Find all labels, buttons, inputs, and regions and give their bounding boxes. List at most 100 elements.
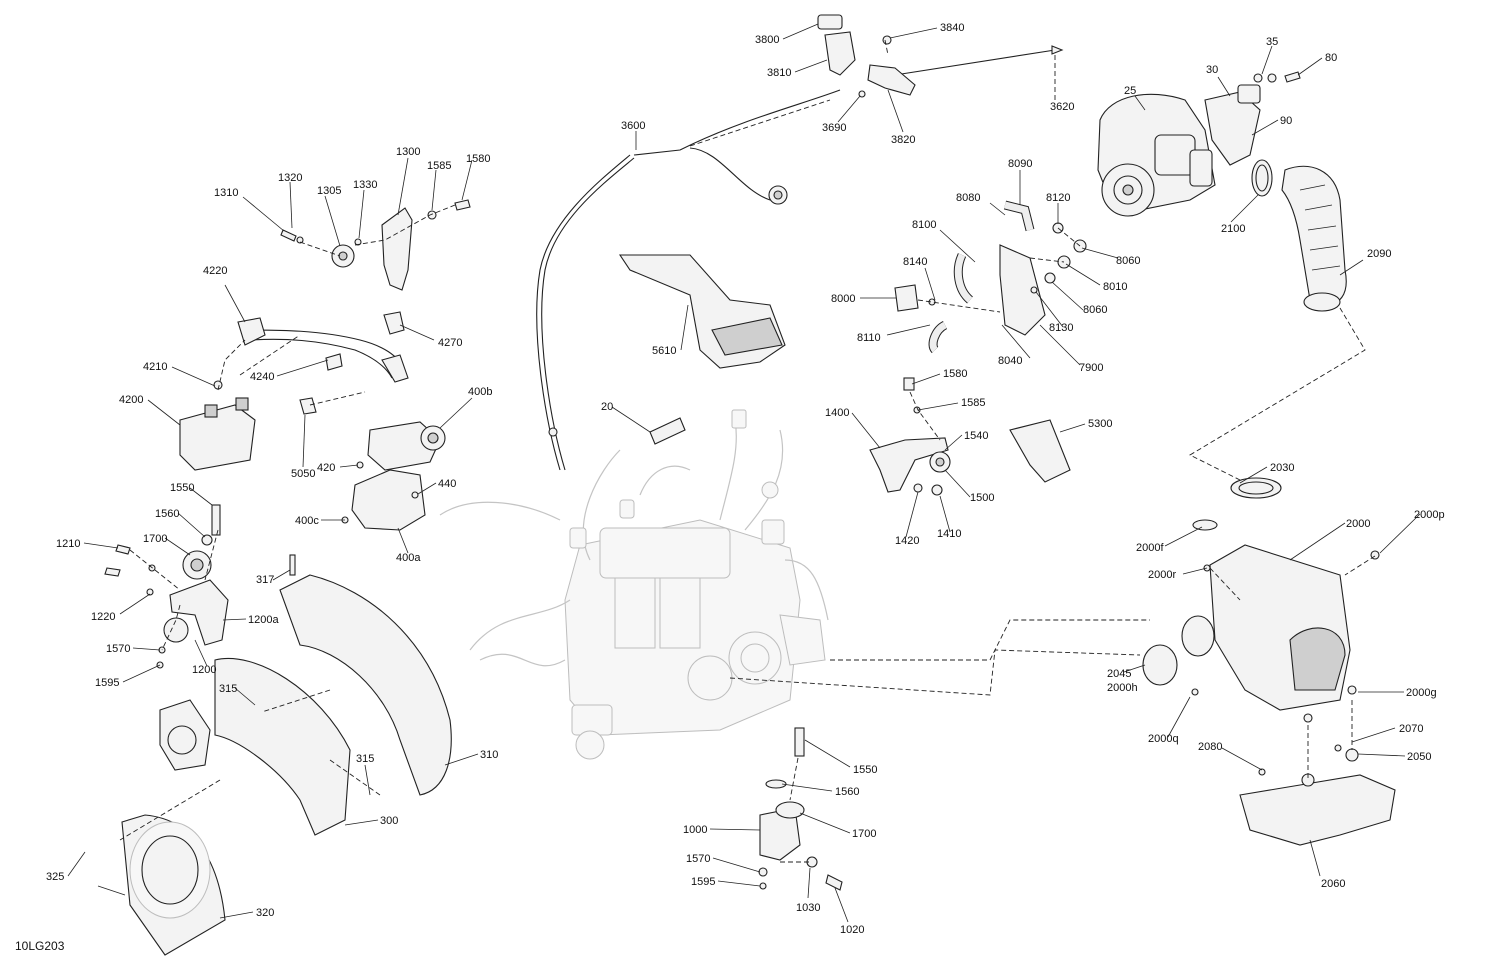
engine-assembly-ghost — [439, 409, 829, 760]
label-4240: 4240 — [250, 371, 274, 383]
label-8080: 8080 — [956, 192, 980, 204]
label-1220: 1220 — [91, 611, 115, 623]
label-1420: 1420 — [895, 535, 919, 547]
label-1400: 1400 — [825, 407, 849, 419]
label-2090: 2090 — [1367, 248, 1391, 260]
rod-3620 — [894, 45, 1064, 76]
label-8000: 8000 — [831, 293, 855, 305]
label-1310: 1310 — [214, 187, 238, 199]
label-2000r: 2000r — [1148, 569, 1176, 581]
bracket-1400 — [869, 377, 951, 496]
label-2000q: 2000q — [1148, 733, 1179, 745]
label-325: 325 — [46, 871, 64, 883]
turbocharger-25 — [1097, 93, 1216, 217]
label-1000: 1000 — [683, 824, 707, 836]
part-labels: 3800 3840 3810 3620 3690 3820 3600 35 30… — [46, 22, 1445, 936]
label-2000h: 2000h — [1107, 682, 1138, 694]
diagram-code: 10LG203 — [15, 939, 65, 953]
label-310: 310 — [480, 749, 498, 761]
label-8040: 8040 — [998, 355, 1022, 367]
label-3690: 3690 — [822, 122, 846, 134]
label-1330: 1330 — [353, 179, 377, 191]
label-420: 420 — [317, 462, 335, 474]
label-8060-b: 8060 — [1083, 304, 1107, 316]
label-1560-bottom: 1560 — [835, 786, 859, 798]
label-1210: 1210 — [56, 538, 80, 550]
duct-2090 — [1281, 165, 1347, 312]
label-1020: 1020 — [840, 924, 864, 936]
label-8010: 8010 — [1103, 281, 1127, 293]
actuator-400 — [341, 421, 446, 531]
label-3620: 3620 — [1050, 101, 1074, 113]
leader-lines — [67, 23, 1421, 923]
label-1570-left: 1570 — [106, 643, 130, 655]
label-3810: 3810 — [767, 67, 791, 79]
bracket-3800 — [817, 14, 916, 98]
label-400a: 400a — [396, 552, 421, 564]
label-1700-bottom: 1700 — [852, 828, 876, 840]
label-1550-left: 1550 — [170, 482, 194, 494]
label-5610: 5610 — [652, 345, 676, 357]
label-4200: 4200 — [119, 394, 143, 406]
label-4210: 4210 — [143, 361, 167, 373]
airbox-2000 — [1142, 477, 1380, 723]
label-1595-left: 1595 — [95, 677, 119, 689]
label-2000f: 2000f — [1136, 542, 1164, 554]
label-1580-top: 1580 — [466, 153, 490, 165]
label-25: 25 — [1124, 85, 1136, 97]
label-2050: 2050 — [1407, 751, 1431, 763]
label-1200: 1200 — [192, 664, 216, 676]
label-1595-bottom: 1595 — [691, 876, 715, 888]
label-300: 300 — [380, 815, 398, 827]
label-1570-bottom: 1570 — [686, 853, 710, 865]
label-2060: 2060 — [1321, 878, 1345, 890]
label-8130: 8130 — [1049, 322, 1073, 334]
label-2100: 2100 — [1221, 223, 1245, 235]
clamp-2100 — [1251, 159, 1273, 197]
label-317: 317 — [256, 574, 274, 586]
label-1410: 1410 — [937, 528, 961, 540]
label-30: 30 — [1206, 64, 1218, 76]
label-4220: 4220 — [203, 265, 227, 277]
label-8060-a: 8060 — [1116, 255, 1140, 267]
label-8120: 8120 — [1046, 192, 1070, 204]
label-1560-left: 1560 — [155, 508, 179, 520]
label-2000p: 2000p — [1414, 509, 1445, 521]
label-2070: 2070 — [1399, 723, 1423, 735]
label-8090: 8090 — [1008, 158, 1032, 170]
label-80: 80 — [1325, 52, 1337, 64]
label-3820: 3820 — [891, 134, 915, 146]
bracket-2060 — [1239, 744, 1396, 846]
label-1320: 1320 — [278, 172, 302, 184]
label-400c: 400c — [295, 515, 319, 527]
label-8140: 8140 — [903, 256, 927, 268]
valve-group-8000 — [894, 200, 1087, 354]
label-1550-bottom: 1550 — [853, 764, 877, 776]
label-1540: 1540 — [964, 430, 988, 442]
cover-5300 — [1009, 419, 1071, 483]
label-3600: 3600 — [621, 120, 645, 132]
label-1030: 1030 — [796, 902, 820, 914]
pin-20 — [649, 417, 686, 445]
label-315-b: 315 — [356, 753, 374, 765]
label-5050: 5050 — [291, 468, 315, 480]
label-90: 90 — [1280, 115, 1292, 127]
engine-mount-1000 — [758, 727, 843, 891]
label-4270: 4270 — [438, 337, 462, 349]
assembly-lines — [119, 39, 1376, 863]
heat-shield-5610 — [618, 254, 786, 369]
label-7900: 7900 — [1079, 362, 1103, 374]
ignition-harness-4220 — [237, 311, 409, 415]
label-5300: 5300 — [1088, 418, 1112, 430]
label-1200a: 1200a — [248, 614, 279, 626]
label-2030: 2030 — [1270, 462, 1294, 474]
cvt-cover-310 — [121, 554, 452, 956]
label-1585-top: 1585 — [427, 160, 451, 172]
label-2080: 2080 — [1198, 741, 1222, 753]
label-35: 35 — [1266, 36, 1278, 48]
label-315-a: 315 — [219, 683, 237, 695]
label-20: 20 — [601, 401, 613, 413]
label-400b: 400b — [468, 386, 492, 398]
label-1300: 1300 — [396, 146, 420, 158]
